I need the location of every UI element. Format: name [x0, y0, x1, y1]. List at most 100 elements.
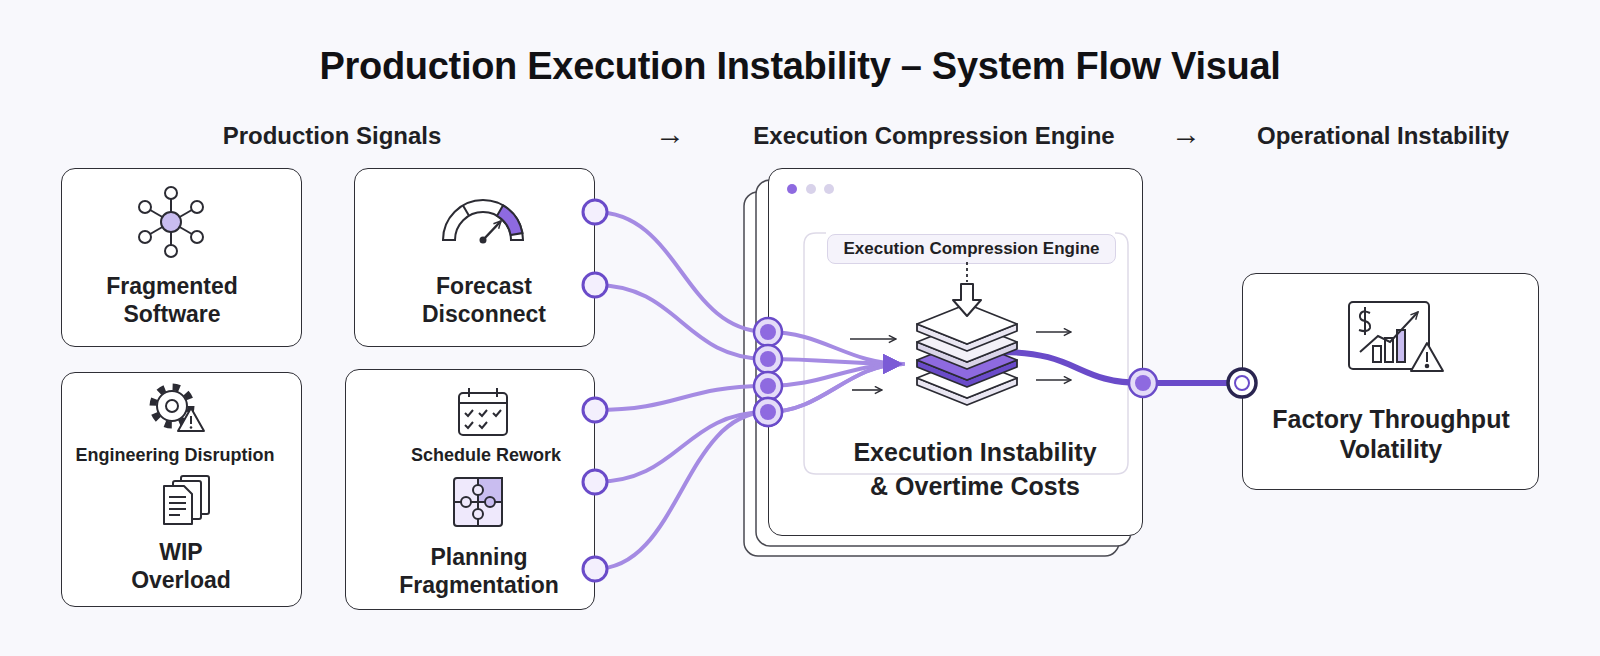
document-page [181, 476, 209, 514]
calendar-check [479, 422, 487, 428]
calendar-ring [496, 388, 498, 397]
port-dot [760, 351, 776, 367]
warning-mark [190, 416, 192, 424]
warning-mark [1426, 352, 1428, 362]
gear-hole [166, 400, 178, 412]
currency-glyph [1359, 311, 1370, 331]
currency-glyph [1364, 307, 1366, 335]
puzzle-frame [454, 478, 502, 526]
document-front [164, 486, 192, 524]
warning-dot [1426, 365, 1429, 368]
diagram-title: Production Execution Instability – Syste… [0, 42, 1600, 90]
icon-line [171, 222, 197, 237]
icon-node [139, 231, 151, 243]
calendar-check [479, 410, 487, 416]
port-circle [1129, 369, 1157, 397]
flow-tick-arrow [850, 338, 896, 340]
inner-frame [804, 233, 1128, 474]
stack-side [917, 360, 1017, 387]
port-circle [583, 470, 607, 494]
icon-line [171, 207, 197, 222]
network-icon [139, 187, 203, 257]
connector [595, 364, 903, 482]
gauge-hub [480, 237, 487, 244]
column-header: Production Signals [112, 118, 552, 154]
warning-triangle [1411, 343, 1443, 371]
node-text: Factory Throughput Volatility [1261, 404, 1521, 464]
puzzle-seam [454, 501, 502, 503]
document-page [173, 481, 201, 519]
gauge-icon [443, 200, 523, 244]
stack-top [917, 358, 1017, 398]
icon-node [191, 201, 203, 213]
document-line [169, 496, 186, 498]
stack-side [917, 324, 1017, 351]
icon-node [165, 245, 177, 257]
outcome-box: Factory Throughput Volatility [1242, 273, 1539, 490]
port-dot [760, 378, 776, 394]
calendar-header [459, 402, 507, 404]
gauge-segment [497, 205, 522, 235]
puzzle-piece [478, 478, 502, 502]
stack-side [917, 342, 1017, 369]
connectors [583, 200, 1256, 581]
connector [595, 212, 903, 364]
icon-line [170, 222, 172, 251]
node-text: Planning Fragmentation [384, 543, 574, 599]
node-text: Execution Compression Engine [828, 235, 1115, 263]
port-circle [754, 318, 782, 346]
icon-line [145, 207, 171, 222]
node-text: Forecast Disconnect [404, 272, 564, 328]
compression-arrow [953, 284, 981, 316]
gauge-tick [463, 205, 469, 215]
stack-top [917, 340, 1017, 380]
port-circle [754, 345, 782, 373]
chart-bar [1385, 338, 1393, 362]
chart-bar [1397, 330, 1405, 362]
signal-box: Fragmented Software [61, 168, 302, 347]
connector [595, 285, 903, 364]
flow-tick-arrow [1036, 331, 1071, 333]
connector [1143, 380, 1242, 386]
stack-top [917, 304, 1017, 344]
signal-box: Engineering DisruptionWIP Overload [61, 372, 302, 607]
column-header: Operational Instability [1163, 118, 1600, 154]
port-ring-inner [1235, 376, 1249, 390]
puzzle-icon [454, 478, 502, 526]
puzzle-knob [473, 509, 483, 519]
compression-stack [917, 304, 1017, 405]
node-text: Engineering Disruption [62, 443, 288, 467]
icon-hub [161, 212, 181, 232]
puzzle-seam [477, 478, 479, 526]
icon-line [170, 193, 172, 222]
calendar-ring [468, 388, 470, 397]
port-circle [583, 398, 607, 422]
port-dot [760, 404, 776, 420]
window-dot [806, 184, 816, 194]
chart-bar [1373, 346, 1381, 362]
calendar-body [459, 393, 507, 435]
gear-warning-icon [153, 387, 204, 431]
port-circle [583, 557, 607, 581]
node-text: Execution Instability & Overtime Costs [845, 435, 1105, 503]
signal-box: Schedule ReworkPlanning Fragmentation [345, 369, 595, 610]
engine-card: Execution Instability & Overtime Costs Ex… [768, 168, 1143, 536]
window-dot [787, 184, 797, 194]
icon-line [145, 222, 171, 237]
gauge-needle [483, 221, 501, 240]
chart-frame [1349, 302, 1429, 369]
port-circle [583, 200, 607, 224]
document-line [169, 508, 186, 510]
compression-dash [966, 262, 968, 282]
icon-node [191, 231, 203, 243]
port-circle [754, 398, 782, 426]
port-dot [760, 324, 776, 340]
port-circle [583, 273, 607, 297]
gear-teeth [153, 387, 191, 425]
calendar-icon [459, 388, 507, 435]
chart-trend [1360, 312, 1418, 352]
calendar-check [465, 422, 473, 428]
port-circle [754, 398, 782, 426]
gauge-band [443, 200, 523, 240]
